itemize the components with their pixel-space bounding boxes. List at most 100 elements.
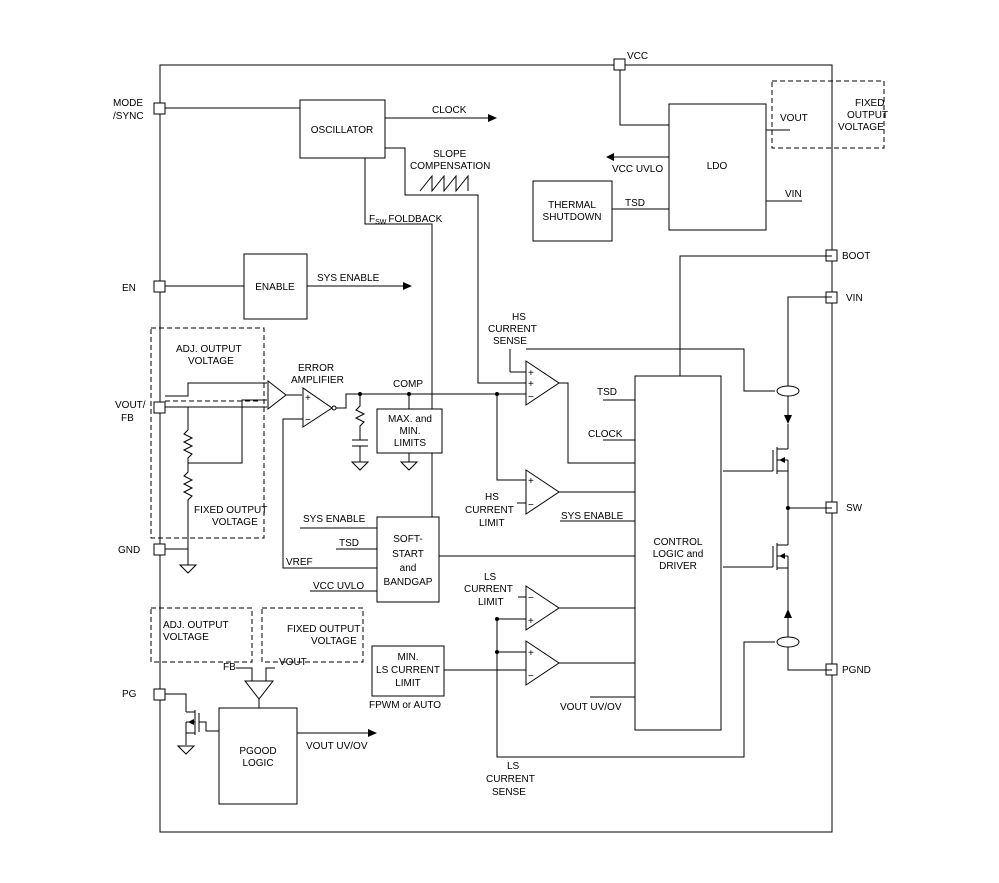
maxmin-label-1: MAX. and <box>388 414 432 425</box>
svg-text:SW: SW <box>846 503 863 514</box>
maxmin-label-2: MIN. <box>399 426 420 437</box>
vout-uvov-arrow <box>368 729 377 737</box>
fixed-out-label-2: VOLTAGE <box>212 517 258 528</box>
clock-label: CLOCK <box>432 105 467 116</box>
pg-vout-label: VOUT <box>279 657 307 668</box>
thermal-shutdown-block <box>532 180 613 242</box>
ldo-block <box>668 103 767 231</box>
pin-vout-fb: VOUT/ FB <box>115 400 166 424</box>
pg-vout-uvov-label: VOUT UV/OV <box>306 741 368 752</box>
adj-pg-label-1: ADJ. OUTPUT <box>163 620 229 631</box>
control-label-1: CONTROL <box>654 537 703 548</box>
svg-text:EN: EN <box>122 283 136 294</box>
hs-sense-label-2: CURRENT <box>488 324 537 335</box>
ea-minus: − <box>305 415 311 426</box>
adj-pg-label-2: VOLTAGE <box>163 632 209 643</box>
pin-pgnd: PGND <box>825 663 871 676</box>
pg-buffer <box>243 680 275 700</box>
comp-gnd-icon <box>350 461 370 471</box>
cmp2-minus: − <box>528 500 534 511</box>
ss-label-3: and <box>400 563 417 574</box>
hs-mosfet-icon <box>723 447 788 474</box>
ls-limit-label-2: CURRENT <box>464 584 513 595</box>
ss-vcc-uvlo-label: VCC UVLO <box>313 581 364 592</box>
ldo-label: LDO <box>707 161 728 172</box>
ls-limit-label-1: LS <box>484 572 497 583</box>
ic-outline <box>159 64 833 833</box>
svg-text:PGND: PGND <box>842 665 871 676</box>
thermal-label-2: SHUTDOWN <box>543 212 602 223</box>
fixed-output-top-dashed <box>771 80 885 149</box>
pgood-label-1: PGOOD <box>239 746 276 757</box>
hs-limit-label-2: CURRENT <box>465 505 514 516</box>
fixed-pg-label-2: VOLTAGE <box>311 636 357 647</box>
svg-text:MODE: MODE <box>113 98 143 109</box>
pin-boot: BOOT <box>825 249 870 262</box>
slope-label-1: SLOPE <box>433 149 467 160</box>
control-label-3: DRIVER <box>659 561 697 572</box>
max-min-limits-block <box>376 408 443 454</box>
maxmin-gnd-icon <box>399 461 419 471</box>
svg-text:PG: PG <box>122 689 137 700</box>
cmp1-plus1: + <box>528 368 534 379</box>
pg-gnd-icon <box>176 745 196 755</box>
cmp1-plus2: + <box>528 379 534 390</box>
ss-label-1: SOFT- <box>393 534 422 545</box>
cmp4-plus: + <box>528 648 534 659</box>
fixed-pg-label-1: FIXED OUTPUT <box>287 624 360 635</box>
sawtooth-icon <box>419 174 469 193</box>
ls-sense-label-1: LS <box>507 761 520 772</box>
min-ls-current-limit-block <box>371 645 445 697</box>
enable-label: ENABLE <box>255 282 295 293</box>
ss-vref-label: VREF <box>286 557 313 568</box>
vcc-uvlo-arrow <box>606 153 614 161</box>
ls-sense-label-2: CURRENT <box>486 774 535 785</box>
hs-sense-comparator <box>525 360 560 406</box>
error-amplifier <box>302 387 333 428</box>
minls-label-3: LIMIT <box>395 678 421 689</box>
pin-pg: PG <box>122 688 166 701</box>
thermal-label-1: THERMAL <box>548 200 596 211</box>
maxmin-label-3: LIMITS <box>394 438 427 449</box>
minls-label-1: MIN. <box>397 652 418 663</box>
hs-sense-label-1: HS <box>512 312 526 323</box>
ldo-vout-label: VOUT <box>780 113 808 124</box>
control-logic-block <box>634 375 722 731</box>
fixed-top-label-1: FIXED <box>855 98 884 109</box>
cmp3-plus: + <box>528 616 534 627</box>
fb-buffer <box>267 379 287 411</box>
ls-current-sense-toroid <box>776 636 800 648</box>
pin-vcc: VCC <box>613 51 648 71</box>
hs-sense-label-3: SENSE <box>493 336 527 347</box>
adj-out-label-2: VOLTAGE <box>188 356 234 367</box>
pgood-label-2: LOGIC <box>242 758 273 769</box>
pin-vin: VIN <box>825 291 863 304</box>
gnd-symbol-icon <box>178 564 198 574</box>
hs-limit-comparator <box>525 469 560 515</box>
svg-text:FB: FB <box>121 413 134 424</box>
ss-label-4: BANDGAP <box>384 577 433 588</box>
cmp1-minus: − <box>528 392 534 403</box>
svg-text:VCC: VCC <box>627 51 648 62</box>
control-label-2: LOGIC and <box>653 549 704 560</box>
hs-limit-label-1: HS <box>485 492 499 503</box>
fixed-top-label-3: VOLTAGE <box>838 122 884 133</box>
error-amp-label-1: ERROR <box>298 363 334 374</box>
hs-limit-label-3: LIMIT <box>479 518 505 529</box>
svg-text:/SYNC: /SYNC <box>113 111 144 122</box>
ldo-vcc-uvlo-label: VCC UVLO <box>612 164 663 175</box>
ss-tsd-label: TSD <box>339 538 359 549</box>
cmp4-minus: − <box>528 671 534 682</box>
cl-vout-uvov-label: VOUT UV/OV <box>560 702 622 713</box>
adj-output-dashed <box>150 327 265 539</box>
ea-plus: + <box>305 393 311 404</box>
pg-mosfet-icon <box>165 693 219 755</box>
adj-out-label-1: ADJ. OUTPUT <box>176 344 242 355</box>
fpwm-label: FPWM or AUTO <box>369 700 441 711</box>
pgood-logic-block <box>218 707 298 805</box>
ls-mosfet-icon <box>723 543 788 570</box>
enable-sys-enable-label: SYS ENABLE <box>317 273 380 284</box>
min-ls-comparator <box>525 640 560 686</box>
